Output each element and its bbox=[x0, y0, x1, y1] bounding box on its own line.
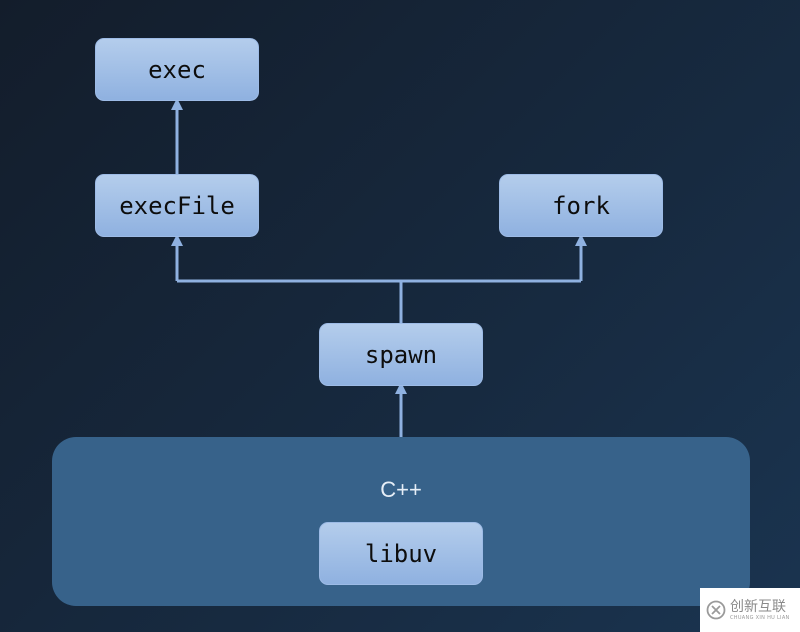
node-libuv: libuv bbox=[319, 522, 483, 585]
watermark-logo-icon bbox=[706, 600, 726, 620]
watermark-logo: 创新互联 CHUANG XIN HU LIAN bbox=[700, 588, 800, 632]
node-exec: exec bbox=[95, 38, 259, 101]
watermark-sub-text: CHUANG XIN HU LIAN bbox=[730, 614, 790, 621]
cpp-layer-label: C++ bbox=[380, 477, 422, 502]
node-spawn: spawn bbox=[319, 323, 483, 386]
node-fork: fork bbox=[499, 174, 663, 237]
watermark-main-text: 创新互联 bbox=[730, 598, 786, 615]
node-execfile: execFile bbox=[95, 174, 259, 237]
